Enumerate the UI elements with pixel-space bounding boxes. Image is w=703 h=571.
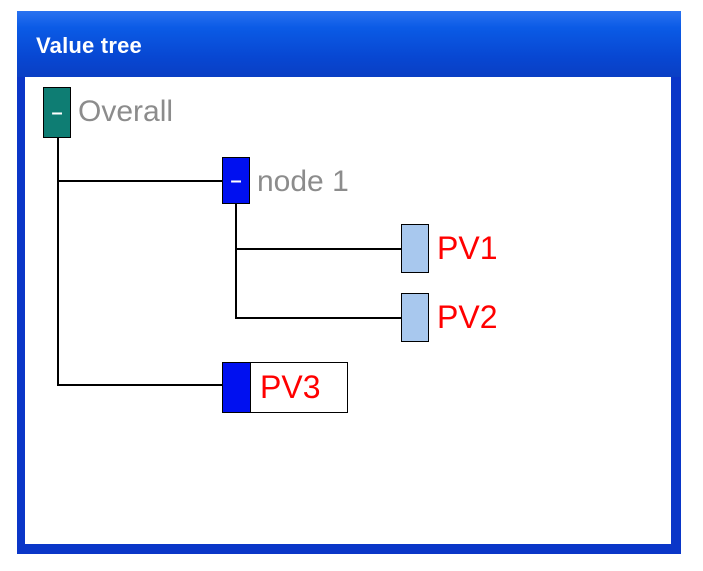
tree-node-overall-label[interactable]: Overall	[78, 95, 174, 128]
node1-toggle-button[interactable]: –	[222, 157, 250, 204]
window-title: Value tree	[36, 33, 142, 58]
pv2-leaf-marker[interactable]	[401, 293, 429, 342]
collapse-minus-icon: –	[230, 169, 242, 192]
pv1-leaf-marker[interactable]	[401, 224, 429, 273]
overall-toggle-button[interactable]: –	[43, 87, 71, 138]
tree-connector-node1-vertical	[235, 204, 237, 319]
tree-leaf-pv2-label[interactable]: PV2	[437, 299, 498, 335]
tree-panel: – Overall – node 1 PV1 PV2 PV3	[25, 77, 671, 544]
tree-connector-node1-horizontal	[57, 180, 222, 182]
pv3-leaf-marker	[223, 363, 251, 412]
tree-connector-pv1-horizontal	[235, 248, 401, 250]
collapse-minus-icon: –	[51, 101, 63, 124]
value-tree-window: Value tree – Overall – node 1 PV1 PV2 PV…	[17, 11, 681, 554]
tree-node-node1-label[interactable]: node 1	[257, 165, 349, 198]
pv3-selected-item[interactable]: PV3	[222, 362, 348, 413]
tree-leaf-pv3-label: PV3	[260, 369, 321, 405]
tree-connector-pv3-horizontal	[57, 384, 222, 386]
tree-leaf-pv1-label[interactable]: PV1	[437, 230, 498, 266]
tree-connector-root-vertical	[57, 138, 59, 386]
tree-connector-pv2-horizontal	[235, 317, 401, 319]
title-bar[interactable]: Value tree	[17, 11, 681, 77]
